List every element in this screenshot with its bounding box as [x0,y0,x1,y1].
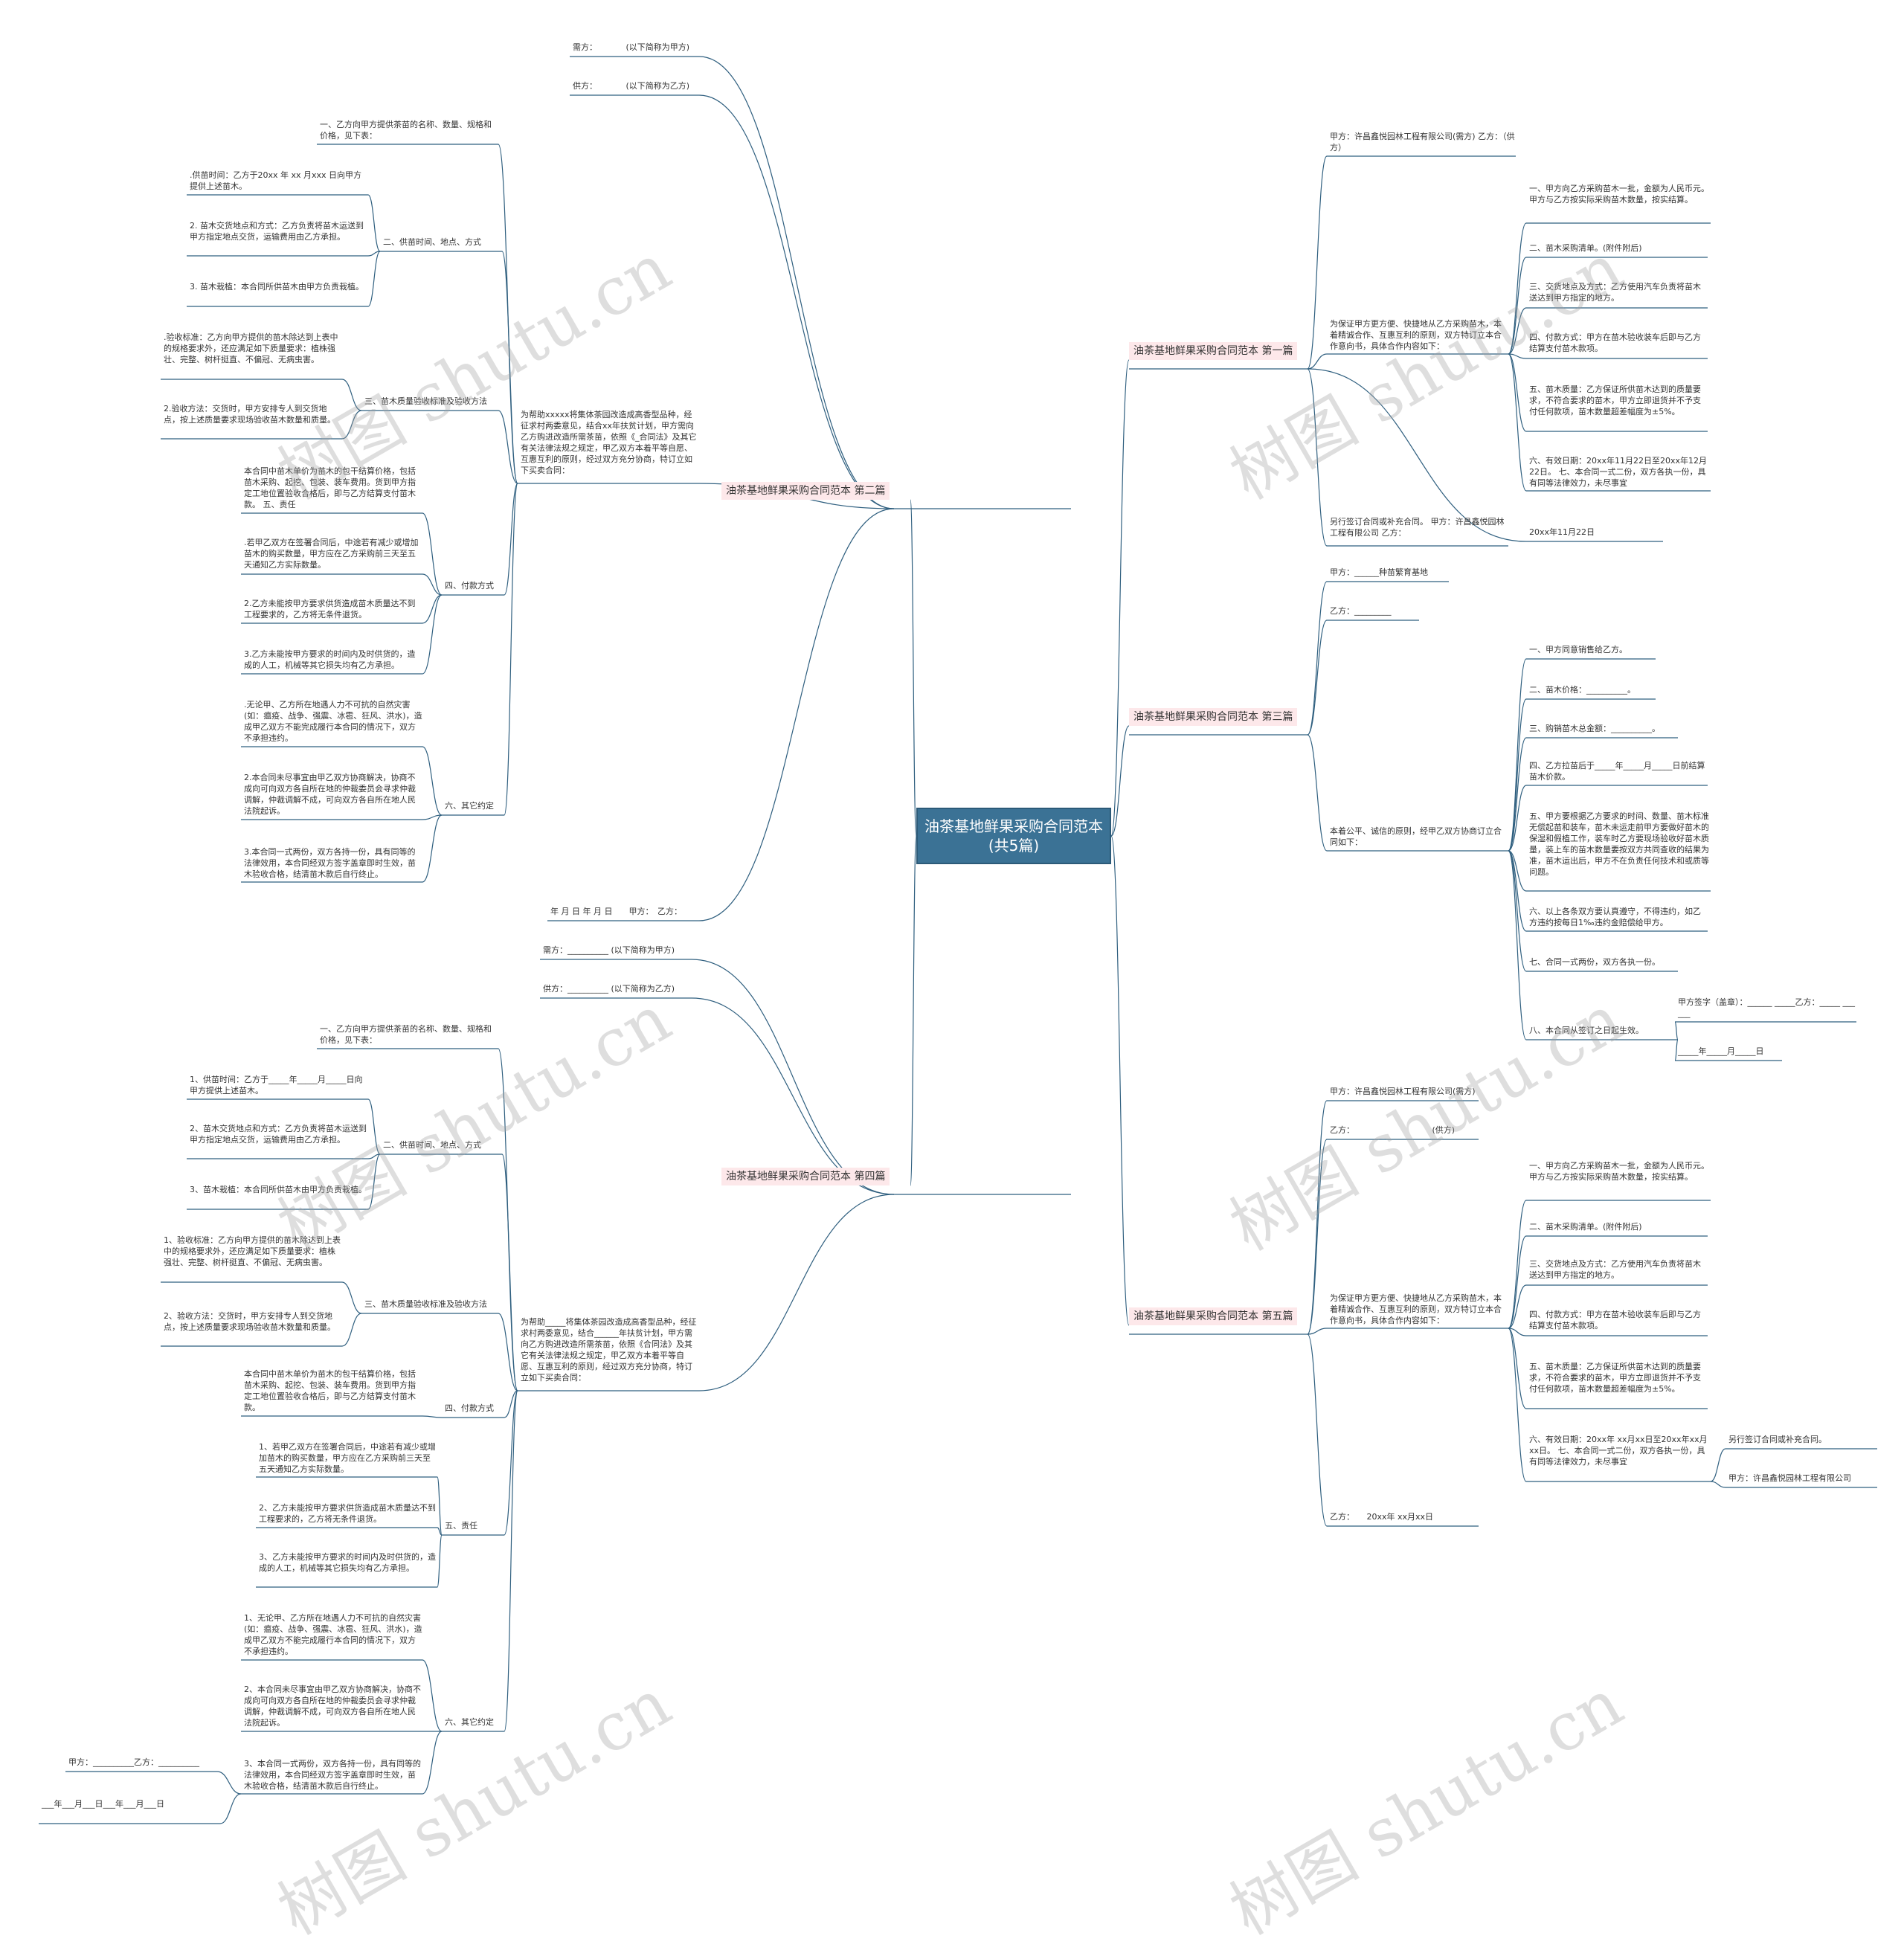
mindmap-node[interactable]: 需方：__________ (以下简称为甲方) [543,945,675,955]
mindmap-node[interactable]: 甲方签字（盖章）：______ _____乙方：_____ ______ [1678,997,1855,1018]
mindmap-node[interactable]: 为保证甲方更方便、快捷地从乙方采购苗木，本着精诚合作、互惠互利的原则，双方特订立… [1330,319,1502,351]
branch-1[interactable]: 油茶基地鲜果采购合同范本 第一篇 [1129,342,1298,360]
mindmap-node[interactable]: 四、乙方拉苗后于_____年_____月_____日前结算苗木价款。 [1529,761,1705,782]
mindmap-node[interactable]: 3.本合同一式两份，双方各持一份，具有同等的法律效用，本合同经双方签字盖章即时生… [244,847,416,879]
mindmap-node[interactable]: 一、甲方同意销售给乙方。 [1529,645,1627,654]
mindmap-node[interactable]: 三、交货地点及方式：乙方使用汽车负责将苗木送达到甲方指定的地方。 [1529,1259,1701,1280]
root-label: 油茶基地鲜果采购合同范本(共5篇) [924,817,1103,855]
mindmap-node[interactable]: 3、苗木栽植：本合同所供苗木由甲方负责栽植。 [190,1185,367,1194]
mindmap-node[interactable]: 甲方：__________乙方：__________ [68,1757,199,1767]
mindmap-node[interactable]: 三、交货地点及方式：乙方使用汽车负责将苗木送达到甲方指定的地方。 [1529,282,1701,303]
mindmap-node[interactable]: 2.乙方未能按甲方要求供货造成苗木质量达不到工程要求的，乙方将无条件退货。 [244,599,416,620]
mindmap-node[interactable]: 六、有效日期：20xx年 xx月xx日至20xx年xx月xx日。 七、本合同一式… [1529,1435,1708,1467]
mindmap-node[interactable]: 七、合同一式两份，双方各执一份。 [1529,957,1660,967]
mindmap-node[interactable]: 四、付款方式：甲方在苗木验收装车后即与乙方结算支付苗木款项。 [1529,332,1701,353]
mindmap-node[interactable]: 1、无论甲、乙方所在地遇人力不可抗的自然灾害(如：瘟疫、战争、强震、冰雹、狂风、… [244,1613,422,1656]
mindmap-node[interactable]: _____年_____月_____日 [1678,1046,1764,1056]
mindmap-node[interactable]: .若甲乙双方在签署合同后，中途若有减少或增加苗木的购买数量，甲方应在乙方采购前三… [244,538,419,570]
mindmap-node[interactable]: 五、苗木质量：乙方保证所供苗木达到的质量要求，不符合要求的苗木，甲方立即退货并不… [1529,1362,1701,1394]
branch-5[interactable]: 油茶基地鲜果采购合同范本 第五篇 [1129,1307,1298,1325]
mindmap-node[interactable]: 3.乙方未能按甲方要求的时间内及时供货的，造成的人工，机械等其它损失均有乙方承担… [244,649,416,670]
mindmap-node[interactable]: 3. 苗木栽植：本合同所供苗木由甲方负责栽植。 [190,282,364,292]
mindmap-node[interactable]: 本着公平、诚信的原则，经甲乙双方协商订立合同如下： [1330,826,1502,847]
mindmap-node[interactable]: 为帮助xxxxx将集体茶园改造成高香型品种，经征求村两委意见，结合xx年扶贫计划… [521,410,697,475]
mindmap-node[interactable]: 三、购销苗木总金额：__________。 [1529,724,1660,733]
mindmap-node[interactable]: 一、甲方向乙方采购苗木一批，金额为人民币元。甲方与乙方按实际采购苗木数量，按实结… [1529,184,1709,205]
mindmap-node[interactable]: 2.验收方法：交货时，甲方安排专人到交货地点，按上述质量要求现场验收苗木数量和质… [164,404,335,425]
mindmap-node[interactable]: 供方： (以下简称为乙方) [573,81,690,91]
mindmap-node[interactable]: ___年___月___日___年___月___日 [42,1799,164,1809]
mindmap-node[interactable]: 1、供苗时间：乙方于_____年_____月_____日向甲方提供上述苗木。 [190,1075,363,1095]
mindmap-node[interactable]: 四、付款方式 [445,581,494,591]
mindmap-node[interactable]: 本合同中苗木单价为苗木的包干结算价格，包括苗木采购、起挖、包装、装车费用。货到甲… [244,466,416,509]
mindmap-node[interactable]: 二、苗木采购清单。(附件附后) [1529,243,1642,253]
mindmap-node[interactable]: 3、本合同一式两份，双方各持一份，具有同等的法律效用，本合同经双方签字盖章即时生… [244,1759,421,1791]
mindmap-node[interactable]: 四、付款方式：甲方在苗木验收装车后即与乙方结算支付苗木款项。 [1529,1310,1701,1331]
mindmap-node[interactable]: 一、甲方向乙方采购苗木一批，金额为人民币元。甲方与乙方按实际采购苗木数量，按实结… [1529,1161,1709,1182]
branch-2[interactable]: 油茶基地鲜果采购合同范本 第二篇 [721,482,890,500]
mindmap-node[interactable]: 一、乙方向甲方提供茶苗的名称、数量、规格和价格，见下表： [320,1024,492,1045]
branch-4[interactable]: 油茶基地鲜果采购合同范本 第四篇 [721,1168,890,1185]
mindmap-node[interactable]: 甲方：许昌鑫悦园林工程有限公司 [1728,1473,1851,1483]
mindmap-node[interactable]: 六、其它约定 [445,1717,494,1727]
mindmap-node[interactable]: 供方：__________ (以下简称为乙方) [543,984,675,994]
mindmap-node[interactable]: 三、苗木质量验收标准及验收方法 [364,1299,487,1309]
mindmap-node[interactable]: 2、乙方未能按甲方要求供货造成苗木质量达不到工程要求的，乙方将无条件退货。 [259,1503,436,1524]
mindmap-node[interactable]: 2、验收方法：交货时，甲方安排专人到交货地点，按上述质量要求现场验收苗木数量和质… [164,1311,335,1332]
mindmap-node[interactable]: 六、其它约定 [445,801,494,811]
mindmap-node[interactable]: 乙方： 20xx年 xx月xx日 [1330,1512,1434,1522]
mindmap-node[interactable]: 四、付款方式 [445,1403,494,1413]
mindmap-node[interactable]: 五、甲方要根据乙方要求的时间、数量、苗木标准无偿起苗和装车，苗木未运走前甲方要做… [1529,811,1709,877]
mindmap-node[interactable]: 乙方：_________ [1330,606,1392,616]
mindmap-node[interactable]: 二、苗木价格：__________。 [1529,685,1636,695]
mindmap-node[interactable]: 二、供苗时间、地点、方式 [383,1140,481,1150]
mindmap-node[interactable]: 五、责任 [445,1521,477,1531]
mindmap-node[interactable]: 另行签订合同或补充合同。 [1728,1435,1827,1444]
mindmap-node[interactable]: 年 月 日 年 月 日 甲方： 乙方： [550,907,682,916]
mindmap-node[interactable]: 三、苗木质量验收标准及验收方法 [364,396,487,406]
mindmap-node[interactable]: 为保证甲方更方便、快捷地从乙方采购苗木，本着精诚合作、互惠互利的原则，双方特订立… [1330,1293,1502,1325]
mindmap-node[interactable]: 3、乙方未能按甲方要求的时间内及时供货的，造成的人工，机械等其它损失均有乙方承担… [259,1552,436,1573]
mindmap-node[interactable]: 甲方：许昌鑫悦园林工程有限公司(需方) 乙方：（供方） [1330,132,1515,152]
mindmap-node[interactable]: 六、有效日期：20xx年11月22日至20xx年12月22日。 七、本合同一式二… [1529,456,1708,488]
mindmap-node[interactable]: 六、以上各条双方要认真遵守，不得违约，如乙方违约按每日1‰违约金赔偿给甲方。 [1529,907,1701,927]
mindmap-node[interactable]: .验收标准：乙方向甲方提供的苗木除达到上表中的规格要求外，还应满足如下质量要求：… [164,332,338,364]
mindmap-node[interactable]: 2.本合同未尽事宜由甲乙双方协商解决，协商不成向可向双方各自所在地的仲裁委员会寻… [244,773,416,816]
mindmap-node[interactable]: 1、若甲乙双方在签署合同后，中途若有减少或增加苗木的购买数量，甲方应在乙方采购前… [259,1442,436,1474]
mindmap-node[interactable]: 为帮助_____将集体茶园改造成高香型品种，经征求村两委意见，结合______年… [521,1317,697,1383]
mindmap-node[interactable]: 本合同中苗木单价为苗木的包干结算价格，包括苗木采购、起挖、包装、装车费用。货到甲… [244,1369,416,1412]
mindmap-node[interactable]: 八、本合同从签订之日起生效。 [1529,1026,1644,1035]
mindmap-node[interactable]: 需方： (以下简称为甲方) [573,42,690,52]
mindmap-node[interactable]: 2. 苗木交货地点和方式：乙方负责将苗木运送到甲方指定地点交货，运输费用由乙方承… [190,221,364,242]
mindmap-node[interactable]: 五、苗木质量：乙方保证所供苗木达到的质量要求，不符合要求的苗木，甲方立即退货并不… [1529,385,1701,416]
root-topic[interactable]: 油茶基地鲜果采购合同范本(共5篇) [916,808,1111,864]
mindmap-node[interactable]: 20xx年11月22日 [1529,527,1595,537]
mindmap-node[interactable]: 另行签订合同或补充合同。 甲方：许昌鑫悦园林工程有限公司 乙方： [1330,517,1505,538]
mindmap-node[interactable]: 一、乙方向甲方提供茶苗的名称、数量、规格和价格，见下表： [320,120,492,141]
mindmap-node[interactable]: 二、苗木采购清单。(附件附后) [1529,1222,1642,1232]
mindmap-node[interactable]: 1、验收标准：乙方向甲方提供的苗木除达到上表中的规格要求外，还应满足如下质量要求… [164,1235,341,1267]
mindmap-connectors [39,56,1877,1824]
mindmap-node[interactable]: .无论甲、乙方所在地遇人力不可抗的自然灾害(如：瘟疫、战争、强震、冰雹、狂风、洪… [244,700,422,743]
mindmap-node[interactable]: 2、苗木交货地点和方式：乙方负责将苗木运送到甲方指定地点交货，运输费用由乙方承担… [190,1124,367,1145]
mindmap-node[interactable]: 乙方： (供方) [1330,1125,1456,1135]
mindmap-node[interactable]: 二、供苗时间、地点、方式 [383,237,481,247]
mindmap-node[interactable]: 甲方：______种苗繁育基地 [1330,567,1428,577]
mindmap-node[interactable]: .供苗时间：乙方于20xx 年 xx 月xxx 日向甲方提供上述苗木。 [190,170,362,191]
mindmap-node[interactable]: 2、本合同未尽事宜由甲乙双方协商解决，协商不成向可向双方各自所在地的仲裁委员会寻… [244,1685,421,1728]
mindmap-node[interactable]: 甲方：许昌鑫悦园林工程有限公司(需方) [1330,1087,1476,1096]
branch-3[interactable]: 油茶基地鲜果采购合同范本 第三篇 [1129,708,1298,726]
